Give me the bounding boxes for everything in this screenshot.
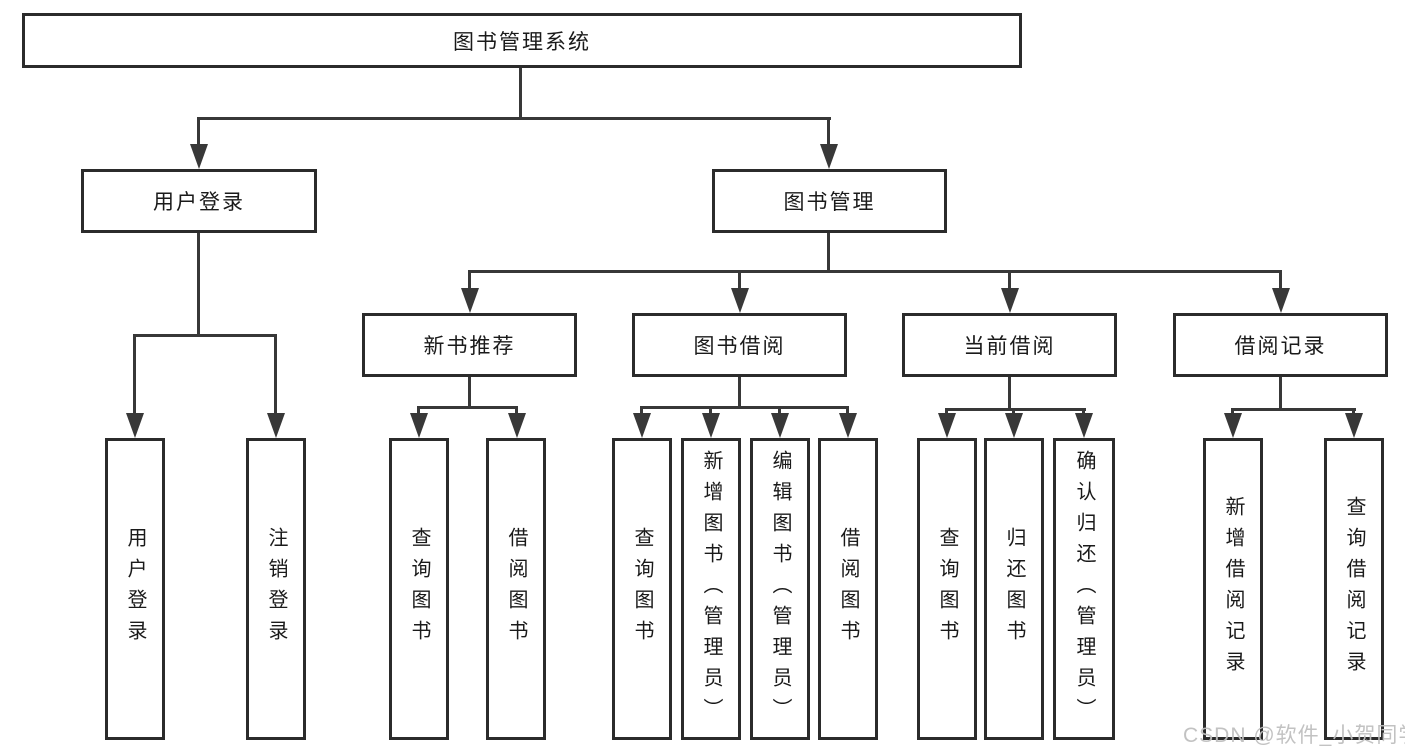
arrow-down-icon [1345,413,1363,438]
node-current-borrowing: 当前借阅 [902,313,1117,377]
node-book-management: 图书管理 [712,169,947,233]
connector-cb-horizontal [945,408,1086,411]
connector-nbr-horizontal [417,406,518,409]
connector-arrow-stem [640,406,643,416]
connector-arrow-stem [709,406,712,416]
leaf-nbr-borrow-books: 借阅图书 [486,438,546,740]
arrow-down-icon [1001,288,1019,313]
arrow-down-icon [1272,288,1290,313]
connector-arrow-stem [417,406,420,416]
connector-arrow-stem [827,117,830,146]
node-root-book-management-system: 图书管理系统 [22,13,1022,68]
arrow-down-icon [839,413,857,438]
node-book-borrowing-label: 图书借阅 [693,335,786,358]
connector-arrow-stem [1008,270,1011,290]
connector-arrow-stem [945,408,948,416]
node-borrowing-records: 借阅记录 [1173,313,1388,377]
arrow-down-icon [410,413,428,438]
csdn-watermark: CSDN @软件_小贺同学 [1183,724,1405,747]
arrow-down-icon [1224,413,1242,438]
leaf-user-login: 用户登录 [105,438,165,740]
connector-cb-vertical [1008,377,1011,411]
arrow-down-icon [508,413,526,438]
connector-arrow-stem [1352,408,1355,416]
leaf-cb-confirm-return-admin-label: 确认归还（管理员） [1073,449,1095,729]
leaf-cb-query-books: 查询图书 [917,438,977,740]
connector-arrow-stem [1279,270,1282,290]
connector-userlogin-horizontal [133,334,277,337]
leaf-cb-query-books-label: 查询图书 [936,527,958,651]
arrow-down-icon [820,144,838,169]
connector-br-horizontal [1231,408,1356,411]
leaf-br-query-record-label: 查询借阅记录 [1343,496,1365,682]
arrow-down-icon [190,144,208,169]
leaf-user-login-label: 用户登录 [124,527,146,651]
node-user-login-label: 用户登录 [153,191,245,214]
leaf-logout-label: 注销登录 [265,527,287,651]
connector-root-vertical [519,68,522,120]
arrow-down-icon [1005,413,1023,438]
arrow-down-icon [771,413,789,438]
leaf-cb-return-books: 归还图书 [984,438,1044,740]
leaf-bb-query-books-label: 查询图书 [631,527,653,651]
leaf-cb-confirm-return-admin: 确认归还（管理员） [1053,438,1115,740]
arrow-down-icon [461,288,479,313]
node-new-book-recommend: 新书推荐 [362,313,577,377]
connector-arrow-stem [1012,408,1015,416]
arrow-down-icon [126,413,144,438]
leaf-nbr-borrow-books-label: 借阅图书 [505,527,527,651]
connector-arrow-stem [468,270,471,290]
arrow-down-icon [633,413,651,438]
leaf-nbr-query-books-label: 查询图书 [408,527,430,651]
connector-arrow-stem [846,406,849,416]
connector-bookmgmt-vertical [827,233,830,273]
leaf-br-add-record: 新增借阅记录 [1203,438,1263,740]
connector-arrow-stem [197,117,200,146]
connector-level3-horizontal [468,270,1282,273]
leaf-bb-query-books: 查询图书 [612,438,672,740]
connector-br-vertical [1279,377,1282,411]
connector-arrow-stem [274,334,277,415]
connector-arrow-stem [1082,408,1085,416]
arrow-down-icon [702,413,720,438]
connector-bb-vertical [738,377,741,409]
arrow-down-icon [731,288,749,313]
node-book-borrowing: 图书借阅 [632,313,847,377]
node-root-label: 图书管理系统 [453,30,591,54]
leaf-bb-add-books-admin: 新增图书（管理员） [681,438,741,740]
arrow-down-icon [1075,413,1093,438]
leaf-bb-borrow-books: 借阅图书 [818,438,878,740]
node-borrowing-records-label: 借阅记录 [1234,335,1327,358]
leaf-nbr-query-books: 查询图书 [389,438,449,740]
connector-bb-horizontal [640,406,849,409]
leaf-logout: 注销登录 [246,438,306,740]
arrow-down-icon [938,413,956,438]
connector-level2-horizontal [197,117,831,120]
leaf-bb-borrow-books-label: 借阅图书 [837,527,859,651]
node-user-login: 用户登录 [81,169,317,233]
connector-nbr-vertical [468,377,471,409]
node-current-borrowing-label: 当前借阅 [963,335,1056,358]
connector-userlogin-vertical [197,233,200,337]
node-new-book-recommend-label: 新书推荐 [423,335,516,358]
leaf-bb-edit-books-admin: 编辑图书（管理员） [750,438,810,740]
leaf-bb-add-books-admin-label: 新增图书（管理员） [700,449,722,729]
connector-arrow-stem [133,334,136,415]
leaf-br-add-record-label: 新增借阅记录 [1222,496,1244,682]
connector-arrow-stem [778,406,781,416]
connector-arrow-stem [738,270,741,290]
connector-arrow-stem [1231,408,1234,416]
arrow-down-icon [267,413,285,438]
leaf-bb-edit-books-admin-label: 编辑图书（管理员） [769,449,791,729]
leaf-cb-return-books-label: 归还图书 [1003,527,1025,651]
node-book-management-label: 图书管理 [783,191,876,214]
connector-arrow-stem [515,406,518,416]
leaf-br-query-record: 查询借阅记录 [1324,438,1384,740]
